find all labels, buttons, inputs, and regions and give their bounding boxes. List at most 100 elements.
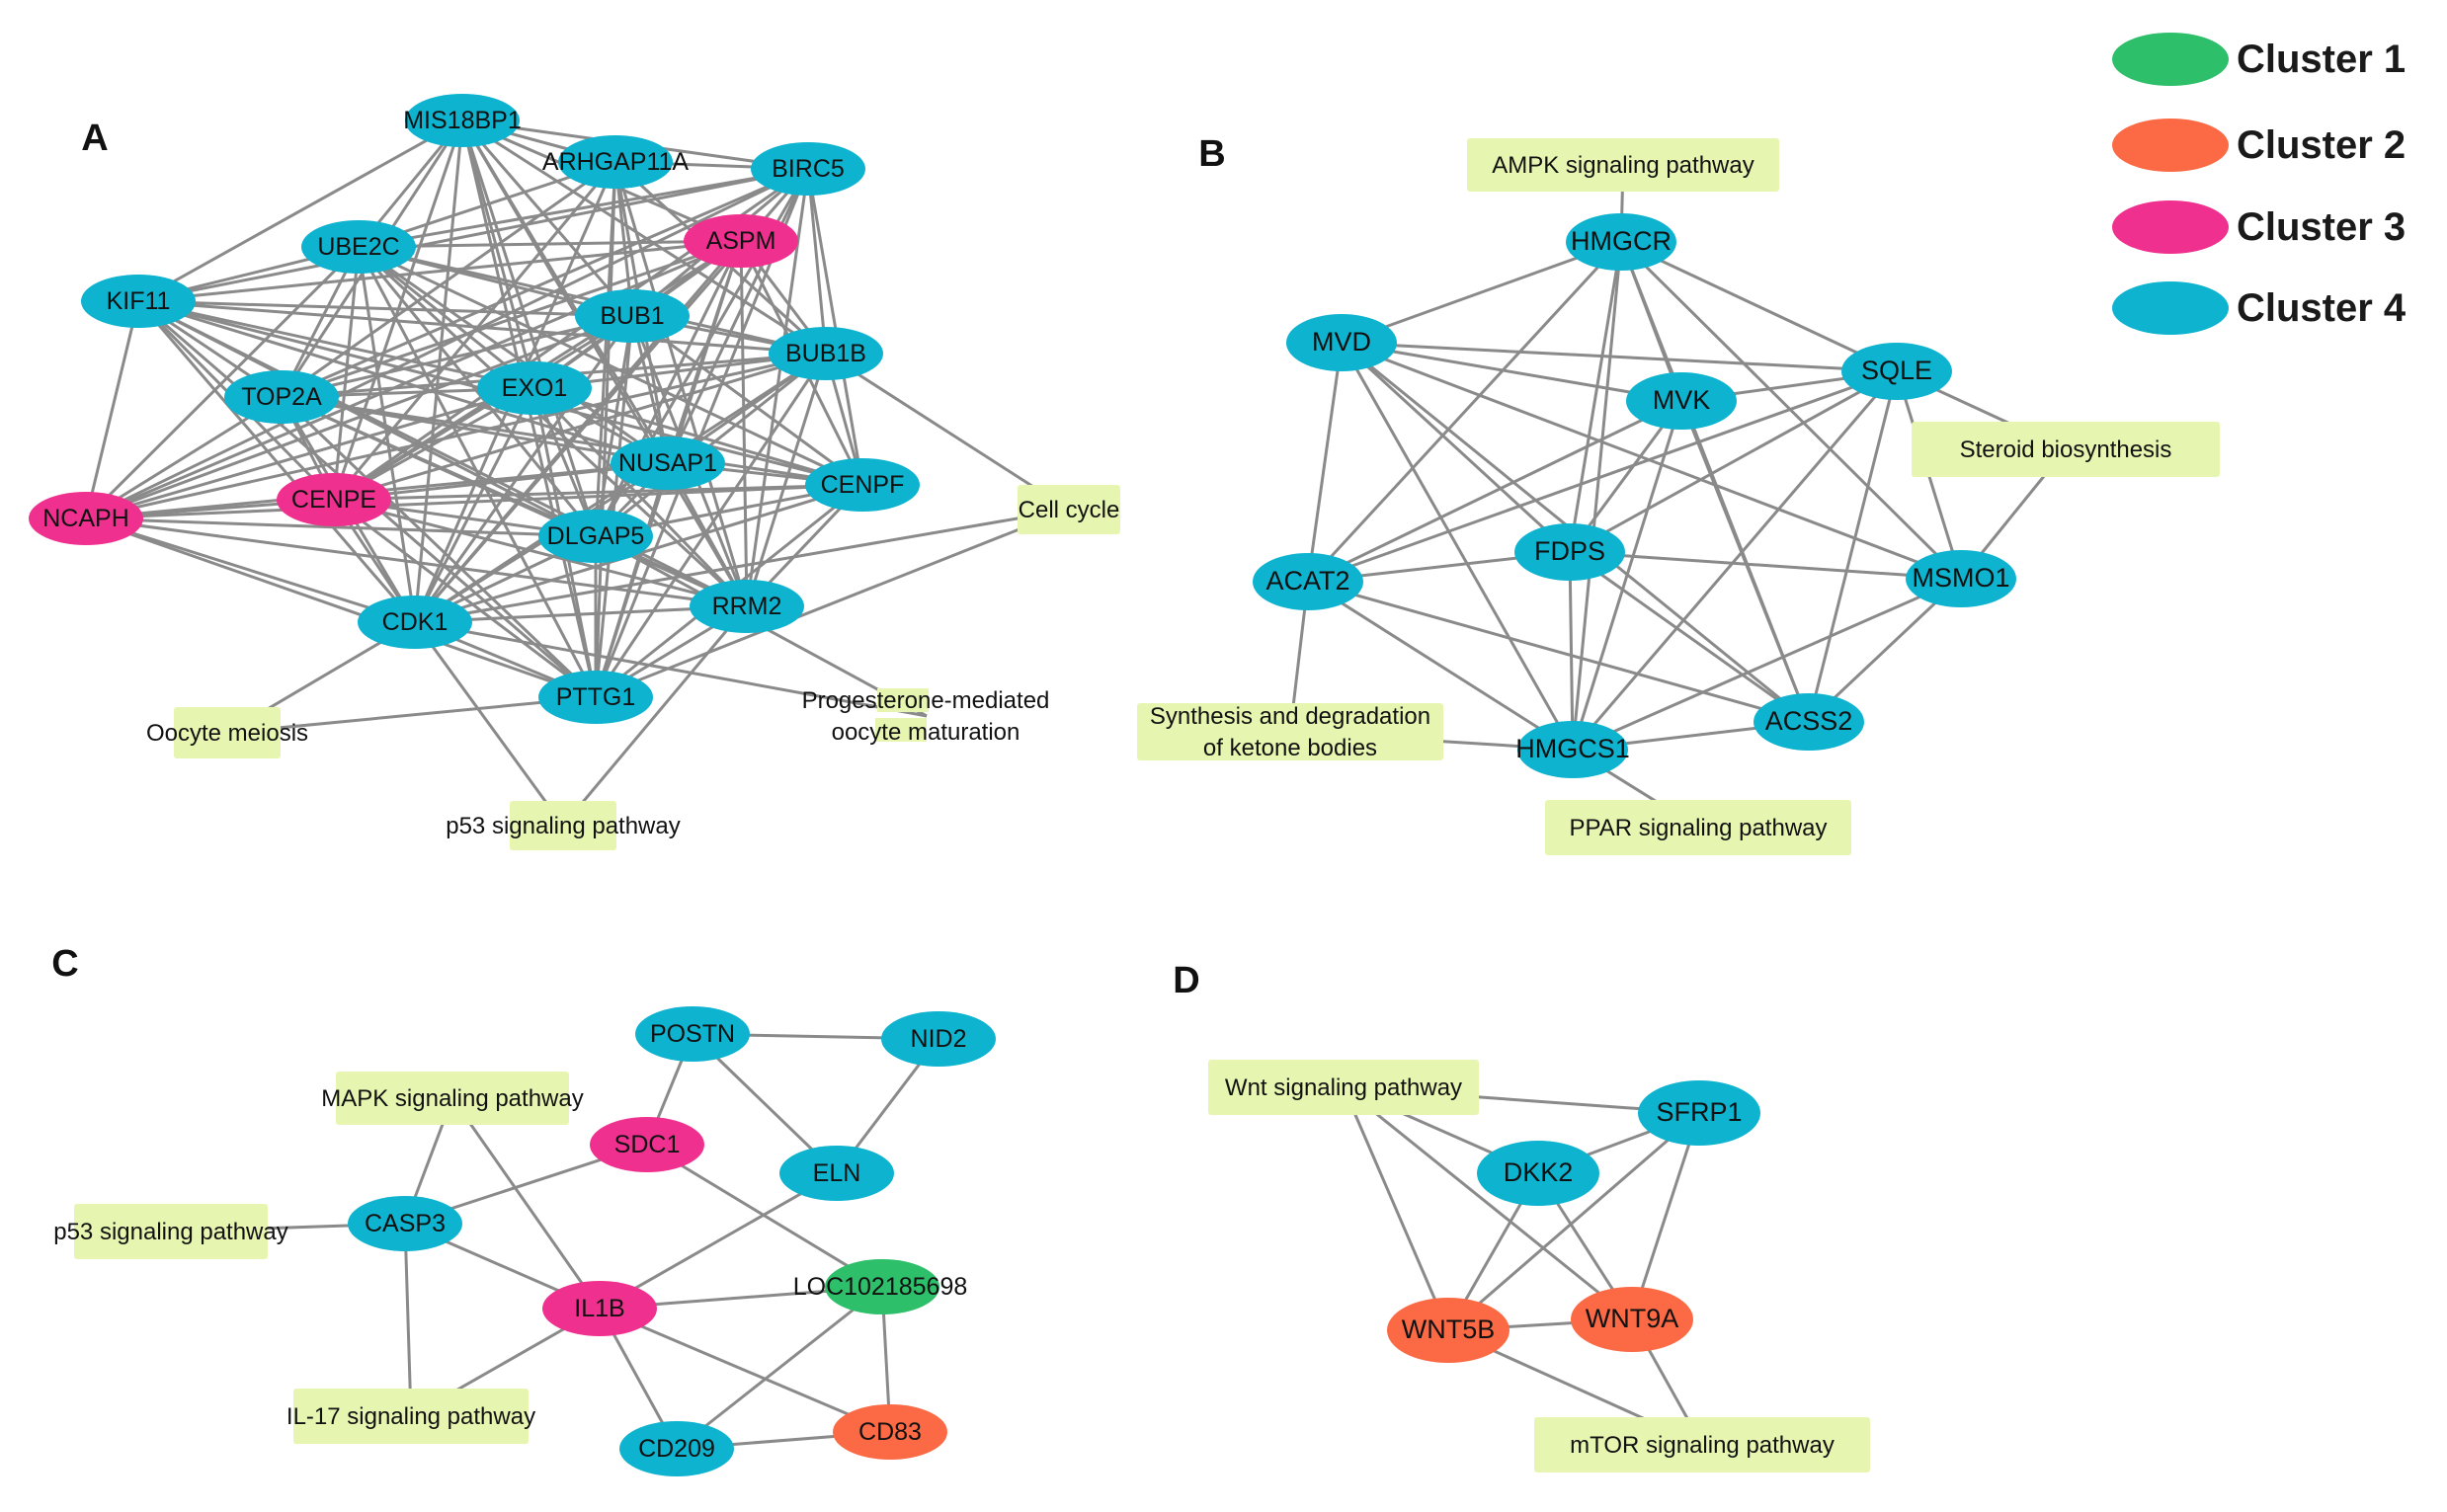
gene-node-c-cd209 — [619, 1421, 734, 1476]
pathway-node-c-mapk-signaling-pathway-label: MAPK signaling pathway — [321, 1085, 583, 1112]
edge-a-arhgap11a-top2a — [281, 160, 616, 399]
legend-label-cluster-4: Cluster 4 — [2237, 285, 2406, 330]
gene-node-c-loc102185698 — [825, 1259, 939, 1314]
edge-a-birc5-cenpf — [806, 168, 864, 486]
edge-b-fdps-msmo1 — [1569, 550, 1962, 581]
pathway-node-c-mapk-signaling-pathway-box — [336, 1072, 569, 1125]
gene-node-b-hmgcs1 — [1517, 721, 1628, 778]
gene-node-c-il1b-label: IL1B — [574, 1295, 624, 1322]
gene-node-a-nusap1 — [611, 437, 725, 490]
edge-c-eln-il1b — [599, 1171, 838, 1311]
gene-node-a-top2a-label: TOP2A — [241, 383, 322, 411]
edge-b-sqle-acss2 — [1807, 370, 1899, 723]
pathway-node-a-cell-cycle-label: Cell cycle — [1019, 497, 1120, 523]
pathway-node-a-p53-signaling-pathway-label: p53 signaling pathway — [446, 813, 681, 839]
gene-node-a-rrm2-label: RRM2 — [712, 593, 782, 620]
edge-b-fdps-acss2 — [1569, 550, 1810, 724]
gene-node-a-ube2c-label: UBE2C — [317, 233, 399, 261]
edge-a-arhgap11a-rrm2 — [613, 161, 749, 607]
pathway-node-a-progesterone-mediated-oocyte-maturation-box-2 — [875, 718, 927, 742]
gene-node-a-aspm-label: ASPM — [706, 227, 776, 255]
edge-b-mvk-hmgcs1 — [1571, 400, 1683, 751]
gene-node-a-bub1b-label: BUB1B — [785, 340, 866, 367]
edge-b-sqle-acat2 — [1307, 369, 1898, 584]
edge-b-hmgcr-sqle — [1620, 240, 1898, 373]
gene-node-b-fdps-label: FDPS — [1534, 536, 1605, 566]
gene-node-d-wnt5b — [1387, 1298, 1509, 1363]
edge-a-ube2c-nusap1 — [358, 245, 669, 465]
gene-node-b-acss2-label: ACSS2 — [1765, 706, 1853, 736]
gene-node-b-sqle-label: SQLE — [1861, 356, 1932, 385]
edge-b-mvk-acat2 — [1307, 399, 1682, 584]
gene-node-b-msmo1 — [1906, 550, 2016, 607]
edge-a-birc5-ncaph — [85, 167, 809, 520]
legend-item-cluster-3: Cluster 3 — [2112, 200, 2406, 254]
gene-node-b-acss2 — [1754, 693, 1864, 751]
edge-a-bub1b-cenpe — [333, 352, 827, 502]
pathway-node-a-p53-signaling-pathway-box — [510, 801, 616, 850]
gene-node-b-hmgcr-label: HMGCR — [1571, 226, 1672, 256]
edge-b-hmgcr-fdps — [1568, 241, 1623, 553]
edge-layer — [84, 119, 2068, 1451]
edge-a-cdk1-progesterone-mediated-oocyte-maturation — [414, 620, 928, 718]
edge-a-exo1-cenpf — [533, 386, 863, 487]
legend-swatch-cluster-3 — [2112, 200, 2229, 254]
pathway-node-d-wnt-signaling-pathway-label: Wnt signaling pathway — [1225, 1074, 1462, 1101]
pathway-node-b-ampk-signaling-pathway-box — [1467, 138, 1779, 192]
gene-node-c-sdc1-label: SDC1 — [614, 1131, 681, 1158]
gene-node-a-kif11 — [81, 275, 196, 328]
edge-a-bub1-pttg1 — [594, 315, 634, 698]
pathway-node-a-cell-cycle-box — [1018, 485, 1120, 534]
edge-a-bub1-cenpf — [631, 314, 863, 487]
edge-b-mvd-hmgcs1 — [1340, 342, 1575, 751]
edge-a-rrm2-p53-signaling-pathway — [561, 605, 749, 827]
edge-b-hmgcr-hmgcs1 — [1571, 241, 1623, 751]
gene-node-d-wnt5b-label: WNT5B — [1402, 1314, 1496, 1344]
edge-c-il1b-cd83 — [599, 1307, 891, 1434]
gene-node-a-kif11-label: KIF11 — [107, 287, 171, 315]
edge-a-mis18bp1-cdk1 — [413, 119, 464, 623]
edge-a-mis18bp1-bub1b — [461, 119, 827, 356]
edge-a-kif11-bub1b — [137, 299, 827, 356]
gene-node-a-arhgap11a — [558, 135, 673, 189]
edge-a-ube2c-ncaph — [84, 245, 361, 520]
gene-node-c-cd209-label: CD209 — [638, 1435, 715, 1463]
gene-node-a-aspm — [684, 214, 798, 268]
gene-node-c-postn — [635, 1006, 750, 1062]
edge-b-sqle-hmgcs1 — [1571, 370, 1899, 751]
edge-a-bub1-top2a — [281, 314, 633, 399]
pathway-node-d-mtor-signaling-pathway-label: mTOR signaling pathway — [1570, 1432, 1835, 1459]
edge-a-kif11-ncaph — [84, 300, 140, 519]
gene-node-a-dlgap5 — [538, 510, 653, 563]
gene-node-a-top2a — [224, 370, 339, 424]
gene-node-d-dkk2 — [1477, 1141, 1599, 1206]
gene-node-b-mvk-label: MVK — [1653, 385, 1711, 415]
gene-node-c-il1b — [542, 1281, 657, 1336]
gene-node-c-cd83 — [833, 1404, 947, 1460]
pathway-node-d-mtor-signaling-pathway-box — [1534, 1417, 1870, 1472]
edge-d-sfrp1-wnt9a — [1630, 1112, 1701, 1320]
pathway-node-c-il-17-signaling-pathway-box — [293, 1389, 529, 1444]
gene-node-c-postn-label: POSTN — [650, 1020, 735, 1048]
gene-node-a-cdk1 — [358, 596, 472, 649]
edge-a-bub1-cenpe — [333, 314, 633, 502]
edge-a-kif11-bub1 — [137, 299, 633, 318]
gene-node-a-ube2c — [301, 220, 416, 274]
pathway-node-b-ampk-signaling-pathway-label: AMPK signaling pathway — [1492, 152, 1754, 179]
edge-a-pttg1-oocyte-meiosis — [226, 695, 597, 735]
edge-a-bub1-ncaph — [85, 314, 633, 520]
edge-a-ube2c-cenpe — [332, 246, 361, 501]
gene-node-a-bub1-label: BUB1 — [600, 302, 664, 330]
gene-node-a-nusap1-label: NUSAP1 — [618, 449, 717, 477]
edge-b-mvk-acss2 — [1679, 400, 1811, 723]
gene-node-a-ncaph — [29, 492, 143, 545]
gene-node-b-fdps — [1514, 523, 1625, 581]
node-layer — [29, 94, 2220, 1476]
legend-item-cluster-4: Cluster 4 — [2112, 281, 2406, 335]
gene-node-a-pttg1 — [538, 671, 653, 724]
gene-node-d-wnt9a-label: WNT9A — [1586, 1304, 1679, 1333]
edge-a-ncaph-cdk1 — [85, 517, 416, 624]
